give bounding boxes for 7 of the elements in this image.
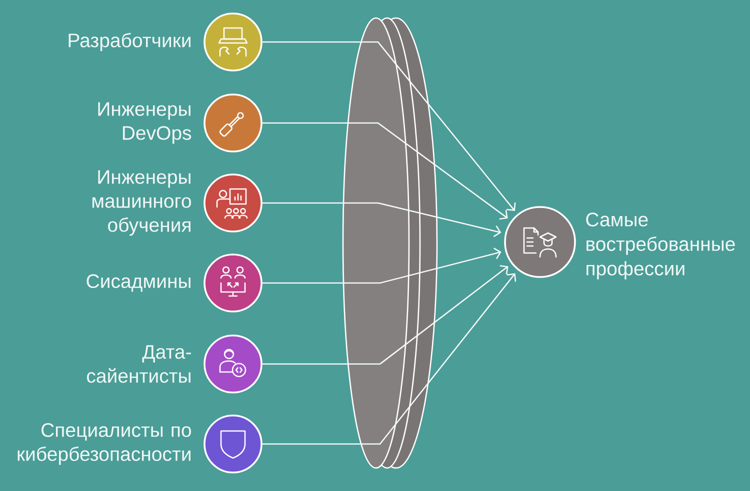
node-label: Разработчики xyxy=(68,32,190,52)
node-label: Инженеры DevOps xyxy=(98,102,192,144)
node-label: Инженеры машинного обучения xyxy=(92,170,191,236)
node-label: Дата-сайентисты xyxy=(87,345,191,383)
node-label: Специалисты по кибербезопасности xyxy=(18,423,191,465)
node-label: Сисадмины xyxy=(86,274,190,292)
node-label: Самые востребованные профессии xyxy=(586,212,735,280)
